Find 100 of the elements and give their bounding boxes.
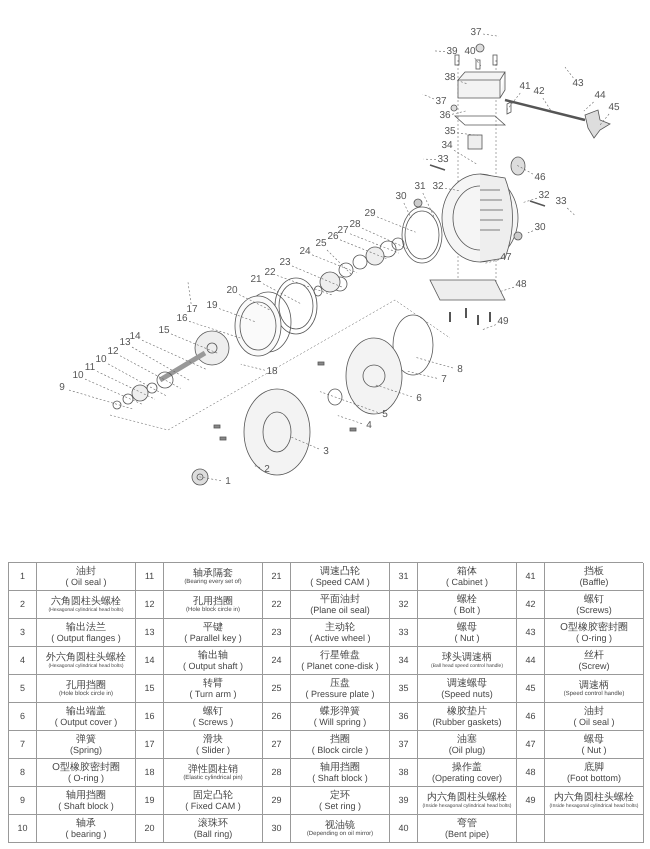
part-number: 35 <box>398 682 408 695</box>
part-name-chinese: 弯管 <box>457 818 477 829</box>
leader-line <box>218 308 256 322</box>
part-name-chinese: 丝杆 <box>584 650 604 661</box>
callout-number: 27 <box>337 226 349 236</box>
part-name-chinese: 球头调速柄 <box>442 652 492 663</box>
leader-line <box>484 259 500 264</box>
part-name-english: ( Pressure plate ) <box>305 689 375 699</box>
part-name-chinese: 底脚 <box>584 762 604 773</box>
callout-number: 5 <box>382 410 388 420</box>
part-number: 6 <box>20 710 25 723</box>
leader-line <box>542 98 551 110</box>
part-number: 15 <box>144 682 154 695</box>
part-name-english: ( Set ring ) <box>318 801 361 811</box>
part-name-chinese: 固定凸轮 <box>193 790 233 801</box>
leader-line <box>362 228 408 249</box>
part-name-chinese: 内六角圆柱头螺栓 <box>427 792 507 803</box>
part-name-chinese: 油塞 <box>457 734 477 745</box>
part-name-chinese: 定环 <box>330 790 350 801</box>
leader-line <box>320 391 378 413</box>
part-name-english: ( Nut ) <box>581 745 606 755</box>
callout-number: 45 <box>608 103 620 113</box>
leader-line <box>276 275 333 296</box>
part-name-chinese: O型橡胶密封圈 <box>52 762 120 773</box>
part-number: 49 <box>525 794 536 807</box>
part-name-chinese: 六角圆柱头螺栓 <box>51 596 121 607</box>
callout-number: 49 <box>497 317 509 327</box>
part-number: 7 <box>20 738 25 751</box>
leader-line <box>564 66 574 78</box>
leader-line <box>456 132 478 136</box>
part-number: 47 <box>525 738 536 751</box>
part-number: 1 <box>20 570 25 583</box>
part-name-chinese: 视油镜 <box>325 820 355 830</box>
leader-line <box>312 254 358 274</box>
callout-number: 31 <box>414 182 426 192</box>
callout-number: 8 <box>457 365 463 375</box>
leader-line <box>96 371 156 400</box>
part-name-english: ( Slider ) <box>196 745 230 755</box>
part-name-english: (Foot bottom) <box>566 773 622 783</box>
leader-line <box>170 334 218 354</box>
leader-line <box>120 355 181 389</box>
part-name-chinese: 螺母 <box>457 622 477 633</box>
part-name-chinese: 挡板 <box>584 566 604 577</box>
part-name-chinese: 调速柄 <box>579 680 609 690</box>
part-name-chinese: 轴用挡圈 <box>66 790 106 801</box>
callout-number: 10 <box>95 355 107 365</box>
part-name-english: (Bent pipe) <box>444 829 490 839</box>
part-number: 14 <box>144 654 154 667</box>
callout-number: 21 <box>250 275 262 285</box>
leader-line <box>434 50 446 52</box>
part-name-english: ( Speed CAM ) <box>310 577 370 587</box>
callout-number: 34 <box>441 141 453 151</box>
part-number: 41 <box>525 570 536 583</box>
part-name-chinese: 孔用挡圈 <box>66 680 106 690</box>
callout-number: 36 <box>439 111 451 121</box>
part-number: 40 <box>398 822 408 835</box>
callout-number: 12 <box>107 347 119 357</box>
leader-line <box>566 208 575 216</box>
part-name-english: (Ball ring) <box>194 829 232 839</box>
part-name-english: ( Nut ) <box>454 633 480 643</box>
leader-line <box>474 58 482 67</box>
part-name-english: (Speed nuts) <box>441 689 493 699</box>
leader-line <box>456 80 468 84</box>
part-name-chinese: 螺母 <box>584 734 604 745</box>
part-name-english: (Spring) <box>70 745 102 755</box>
part-name-chinese: 滚珠环 <box>198 818 228 829</box>
leader-line <box>188 320 242 339</box>
leader-line <box>289 436 320 450</box>
leader-line <box>516 164 534 174</box>
part-name-chinese: 轴承隔套 <box>193 568 233 578</box>
callout-number: 33 <box>437 155 449 165</box>
part-number: 39 <box>398 794 408 807</box>
part-name-english: (Rubber gaskets) <box>432 717 502 727</box>
part-number: 37 <box>398 738 408 751</box>
leader-line <box>292 266 344 288</box>
part-name-english: ( Block circle ) <box>312 745 368 755</box>
part-number: 2 <box>20 598 25 611</box>
leader-line <box>414 356 454 368</box>
leader-line <box>599 114 610 126</box>
part-name-english: ( Output shaft ) <box>182 661 244 671</box>
leader-line <box>350 233 400 254</box>
part-name-english: ( Fixed CAM ) <box>185 801 241 811</box>
callout-number: 9 <box>59 383 65 393</box>
leader-line <box>84 378 144 405</box>
callout-number: 23 <box>279 258 291 268</box>
callout-number: 41 <box>519 82 531 92</box>
part-name-chinese: 挡圈 <box>330 734 350 745</box>
callout-number: 32 <box>538 191 550 201</box>
callout-number: 26 <box>327 232 339 242</box>
part-name-english: ( Screws ) <box>192 717 234 727</box>
part-number: 46 <box>525 710 536 723</box>
leader-line <box>142 340 207 370</box>
callout-number: 17 <box>186 305 198 315</box>
callout-number: 44 <box>594 91 606 101</box>
callout-number: 10 <box>72 371 84 381</box>
part-number: 44 <box>525 654 536 667</box>
callout-number: 14 <box>129 332 141 342</box>
callout-number: 40 <box>464 47 476 57</box>
part-name-english: ( Shaft block ) <box>58 801 114 811</box>
part-name-chinese: 外六角圆柱头螺栓 <box>46 652 126 663</box>
